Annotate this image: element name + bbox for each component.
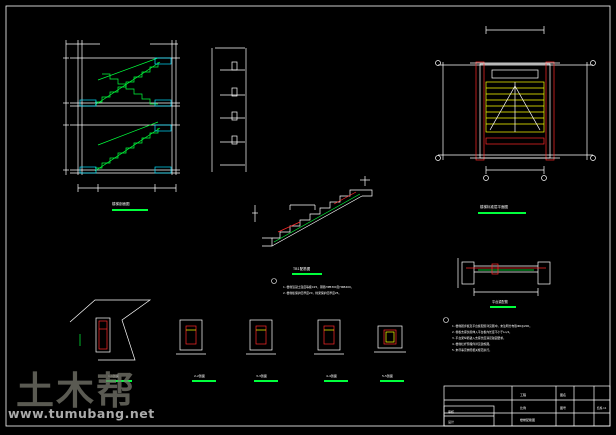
detail-title-underline — [490, 306, 516, 308]
stair-plan-view — [438, 26, 593, 174]
note-mid-line-1: 1. 楼梯混凝土强度等级C25，钢筋HPB300及HRB400。 — [283, 285, 354, 289]
cross-section-5 — [374, 325, 406, 353]
section-1-underline — [106, 380, 132, 382]
flight-view-title: TB1配筋图 — [292, 266, 311, 271]
flight-reinforcement-view — [252, 176, 373, 247]
title-block-project-label: 工程 — [520, 392, 526, 397]
section-4-underline — [324, 380, 348, 382]
section-3-underline — [254, 380, 278, 382]
section-1-title: 1-1剖面 — [108, 373, 119, 378]
watermark-logo: 土木帮 — [16, 368, 137, 413]
section-title-underline — [112, 209, 148, 211]
title-block-review-label: 审核 — [448, 409, 454, 414]
watermark-url: www.tumubang.net — [8, 406, 155, 421]
title-block-design-label: 设计 — [448, 419, 454, 424]
plan-view-title: 楼梯标准层平面图 — [480, 204, 508, 209]
section-view-title: 楼梯剖面图 — [112, 201, 130, 206]
section-2-underline — [192, 380, 216, 382]
cross-section-4 — [314, 319, 344, 355]
section-2-title: 2-2剖面 — [194, 373, 205, 378]
section-3-title: 3-3剖面 — [256, 373, 267, 378]
note-right-line-2: 2. 梯板支座负筋伸入平台板内长度不小于Ln/4。 — [452, 330, 512, 334]
plan-axis-markers — [435, 60, 596, 181]
stair-section-view — [63, 40, 180, 192]
note-mid-line-2: 2. 楼梯板保护层厚度20，梯梁保护层厚度25。 — [283, 291, 341, 295]
title-block-scale-label: 比例 — [520, 405, 526, 410]
elevation-strip — [211, 47, 247, 172]
note-right-line-5: 5. 未尽事宜参照相关规范执行。 — [452, 348, 492, 352]
plan-title-underline — [478, 212, 526, 214]
note-right-line-1: 1. 楼梯踏步板及平台板配筋详见图中，未注明分布筋Φ6@200。 — [452, 324, 532, 328]
note-marker-right — [443, 317, 449, 323]
beam-detail-view — [457, 258, 551, 296]
title-block-number-label: 图号 — [560, 405, 566, 410]
flight-title-underline — [292, 273, 322, 275]
section-5-title: 5-5剖面 — [382, 373, 393, 378]
title-block-drawing-name: 楼梯配筋图 — [520, 417, 535, 422]
cross-section-3 — [246, 319, 276, 355]
detail-view-title: 平台梁配筋 — [492, 299, 508, 304]
drawing-border — [5, 5, 611, 427]
title-block-sheet-no: 结施-11 — [597, 406, 607, 410]
title-block-drawing-label: 图名 — [560, 392, 566, 397]
cross-section-1 — [69, 299, 152, 361]
watermark: 土木帮 www.tumubang.net — [6, 360, 176, 430]
section-5-underline — [380, 380, 404, 382]
cross-section-2 — [176, 319, 206, 355]
section-4-title: 4-4剖面 — [326, 373, 337, 378]
note-marker-mid — [271, 278, 277, 284]
note-right-line-3: 3. 平台梁纵筋锚入支座长度满足锚固要求。 — [452, 336, 506, 340]
title-block — [443, 385, 611, 427]
note-right-line-4: 4. 楼梯栏杆预埋件详见建施图。 — [452, 342, 492, 346]
